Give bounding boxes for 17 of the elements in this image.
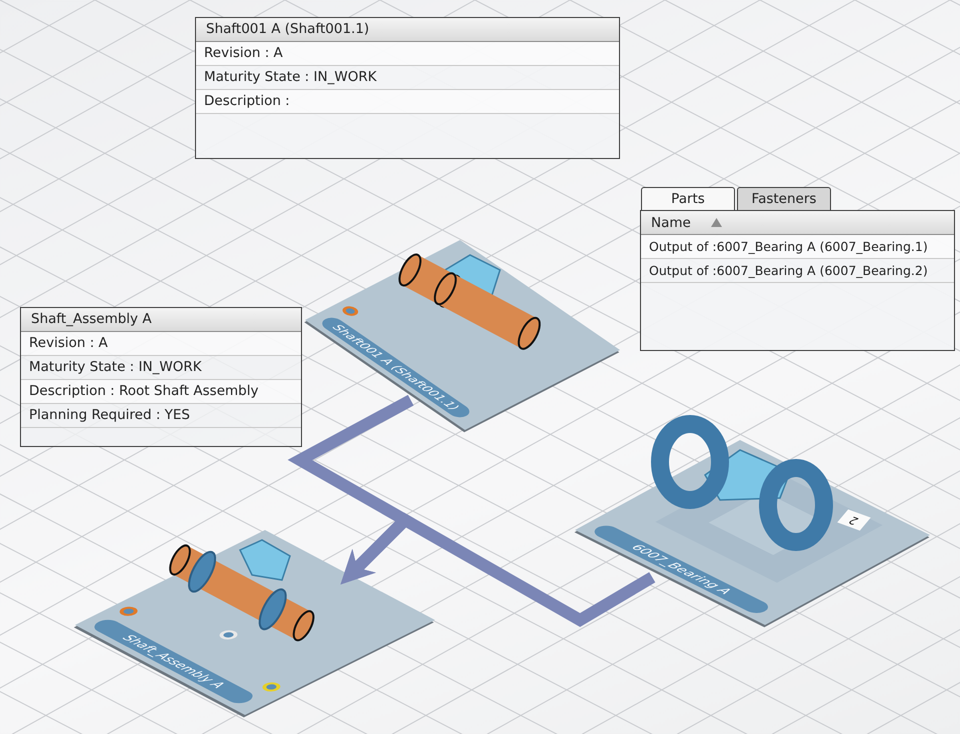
list-row: Output of :6007_Bearing A (6007_Bearing.2): [641, 259, 954, 283]
property-row: Planning Required : YES: [21, 404, 301, 428]
list-row: Output of :6007_Bearing A (6007_Bearing.1): [641, 235, 954, 259]
property-row: Maturity State : IN_WORK: [21, 356, 301, 380]
property-row: Revision : A: [21, 332, 301, 356]
tab: Parts: [641, 187, 735, 210]
property-row: Description :: [196, 90, 619, 114]
column-title: Name: [651, 214, 691, 230]
properties-panel: [195, 17, 620, 159]
property-row: Revision : A: [196, 42, 619, 66]
properties-panel: [20, 307, 302, 447]
property-row: Maturity State : IN_WORK: [196, 66, 619, 90]
tab: Fasteners: [737, 187, 831, 210]
flow-arrow: [340, 512, 656, 627]
property-row: Description : Root Shaft Assembly: [21, 380, 301, 404]
panel-title: Shaft001 A (Shaft001.1): [196, 18, 619, 42]
panel-title: Shaft_Assembly A: [21, 308, 301, 332]
